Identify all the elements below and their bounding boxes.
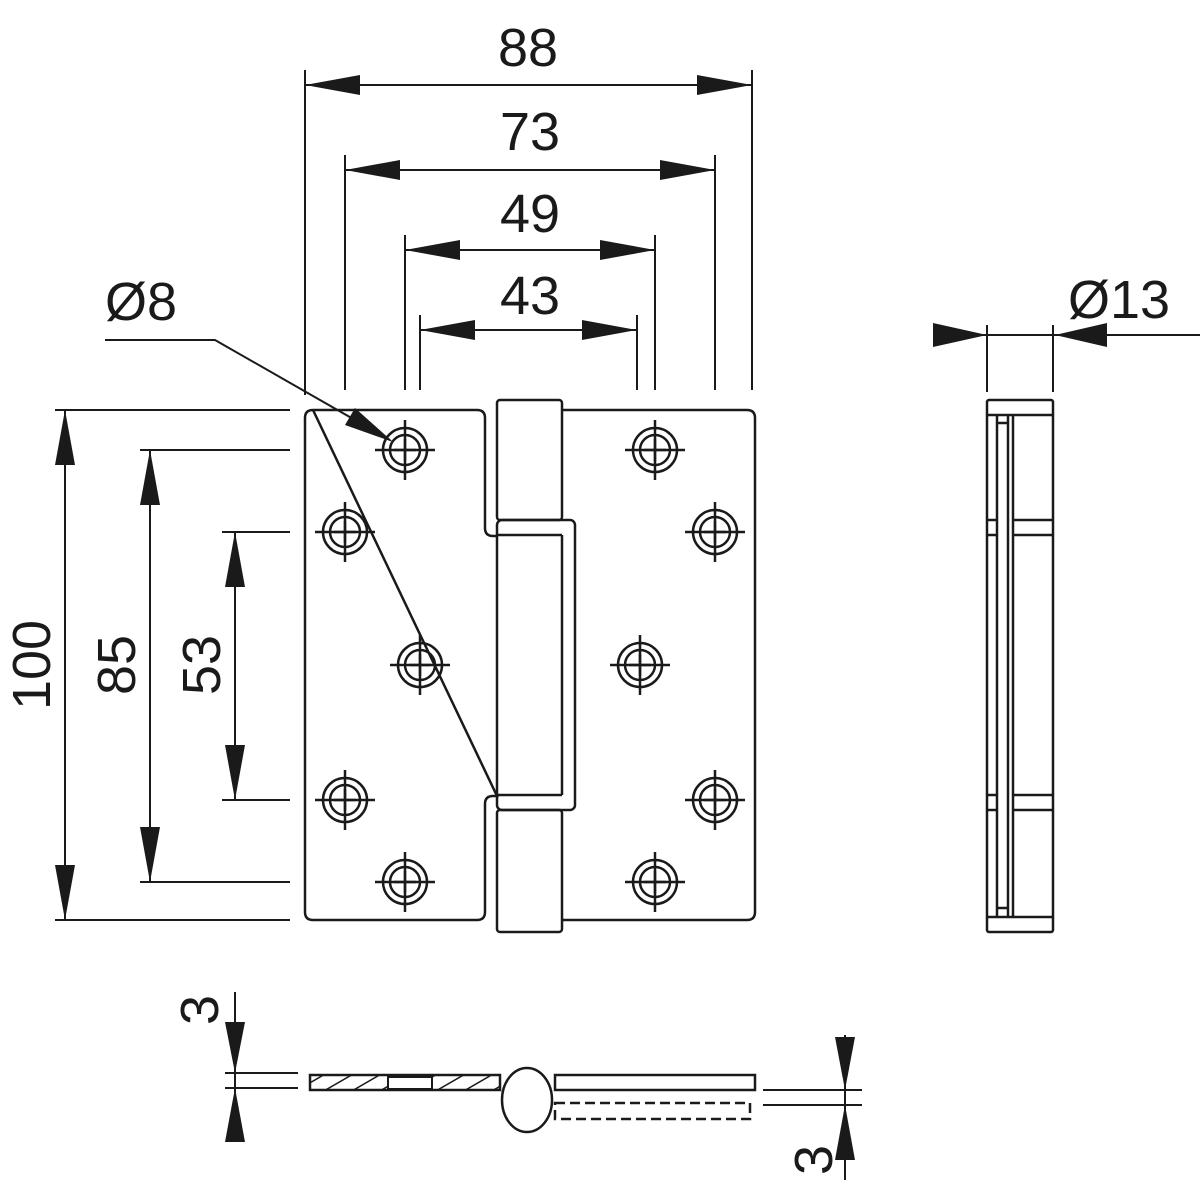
screw-hole	[610, 635, 670, 695]
left-leaf	[303, 408, 499, 922]
knuckle-diameter-label: Ø13	[1068, 270, 1170, 330]
right-thickness-label: 3	[784, 1145, 844, 1175]
dim-knuckle-diameter: Ø13	[933, 270, 1200, 392]
dim-49-label: 49	[500, 184, 560, 244]
dim-73: 73	[345, 102, 715, 180]
screw-holes	[315, 420, 745, 912]
dim-left-thickness: 3	[170, 992, 298, 1142]
middle-knuckle	[495, 518, 577, 812]
hinge-front-view	[303, 398, 757, 934]
dim-100-label: 100	[2, 620, 62, 710]
screw-hole	[315, 770, 375, 830]
dim-73-label: 73	[500, 102, 560, 162]
screw-hole	[315, 502, 375, 562]
top-dimensions: 88 73 49 43	[304, 18, 753, 395]
screw-hole	[685, 770, 745, 830]
dim-100: 100	[2, 410, 75, 920]
dim-53: 53	[172, 532, 245, 800]
screw-hole	[625, 852, 685, 912]
dim-53-label: 53	[172, 635, 232, 695]
dim-88-label: 88	[498, 18, 558, 78]
dim-43-label: 43	[500, 266, 560, 326]
screw-hole	[685, 502, 745, 562]
screw-hole	[625, 420, 685, 480]
dim-right-thickness: 3	[763, 1035, 862, 1180]
hinge-section-view	[308, 1066, 757, 1134]
screw-hole	[375, 852, 435, 912]
left-thickness-label: 3	[170, 995, 230, 1025]
top-knuckle	[495, 398, 564, 522]
dim-85-label: 85	[87, 635, 147, 695]
dim-43: 43	[420, 266, 637, 340]
right-leaf	[562, 408, 757, 922]
hinge-side-view	[985, 398, 1055, 934]
dim-hole-diameter: Ø8	[105, 272, 393, 442]
dim-88: 88	[305, 18, 752, 95]
dim-85: 85	[87, 450, 160, 882]
bottom-knuckle	[495, 808, 564, 934]
dim-49: 49	[405, 184, 655, 260]
left-dimensions: 100 85 53	[2, 409, 290, 921]
screw-hole	[375, 420, 435, 480]
screw-hole	[390, 635, 450, 695]
hole-diameter-label: Ø8	[105, 272, 177, 332]
